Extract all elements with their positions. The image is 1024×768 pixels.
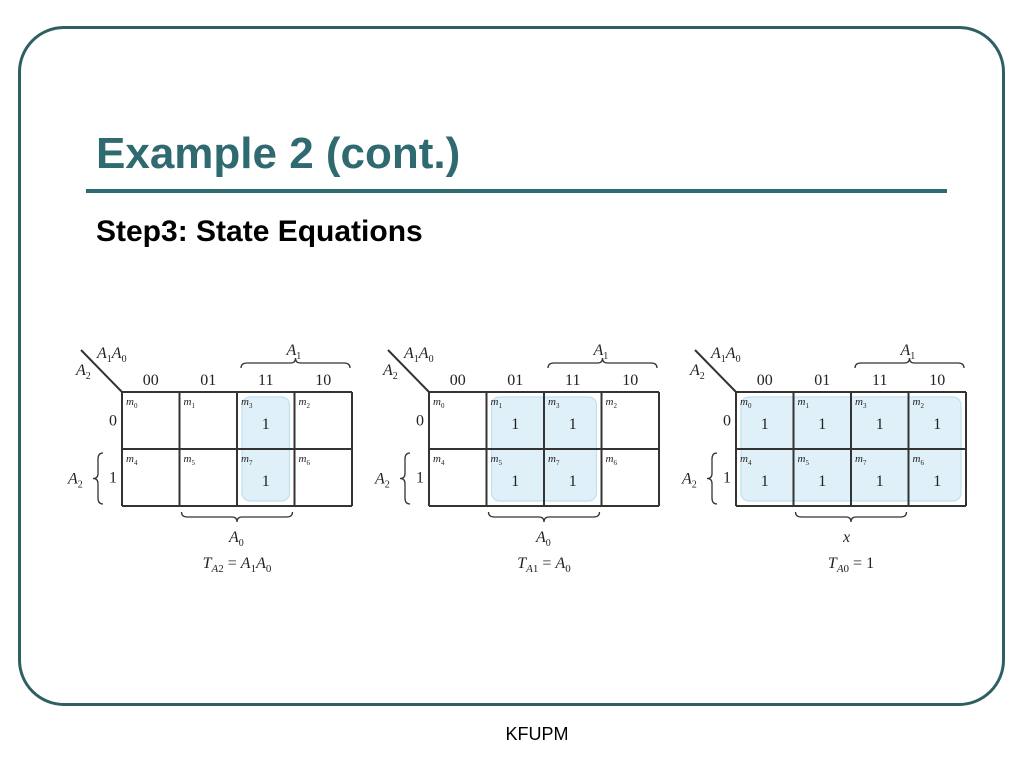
kmap-minterm-label: m7​: [548, 453, 560, 467]
kmap-top-brace: [547, 357, 658, 369]
kmap-column-label: 00: [143, 372, 159, 389]
kmap-column-label: 11: [258, 372, 273, 389]
kmap-corner-diagonal: [80, 349, 123, 393]
kmap-row-var-label: A2​: [67, 471, 83, 491]
kmap-equation: TA2 = A1​A0​: [203, 555, 272, 575]
kmap-minterm-label: m6​: [913, 453, 925, 467]
kmap-cell-value: 1: [761, 416, 769, 433]
kmap-col-var-label: A1​: [286, 342, 302, 362]
kmap-corner-top-label: A1​A0​: [403, 345, 434, 365]
kmap-minterm-label: m6​: [299, 453, 311, 467]
kmap-column-label: 01: [814, 372, 830, 389]
kmap-cell-value: 1: [569, 416, 577, 433]
kmap-column-label: 10: [315, 372, 331, 389]
slide-subtitle: Step3: State Equations: [96, 215, 423, 248]
kmap-left-brace: [706, 452, 718, 505]
kmap-minterm-label: m1​: [184, 396, 196, 410]
kmap-column-label: 11: [565, 372, 580, 389]
kmap-minterm-label: m5​: [798, 453, 810, 467]
kmap-3: A1​A0​A2​00011110A1​01A2​m0​1m1​1m3​1m2​…: [681, 342, 967, 575]
kmap-cell-value: 1: [511, 473, 519, 490]
kmap-minterm-label: m2​: [299, 396, 311, 410]
kmap-minterm-label: m4​: [126, 453, 138, 467]
kmap-cell-value: 1: [761, 473, 769, 490]
kmap-left-brace: [399, 452, 411, 505]
kmap-column-label: 01: [507, 372, 523, 389]
kmap-minterm-label: m7​: [241, 453, 253, 467]
kmap-minterm-label: m1​: [798, 396, 810, 410]
kmap-minterm-label: m3​: [855, 396, 867, 410]
kmap-cell-value: 1: [876, 416, 884, 433]
kmap-minterm-label: m0​: [740, 396, 752, 410]
kmap-top-brace: [854, 357, 965, 369]
kmap-column-label: 10: [622, 372, 638, 389]
kmap-minterm-label: m5​: [491, 453, 503, 467]
kmap-bottom-brace-label: x: [842, 529, 850, 546]
kmap-2: A1​A0​A2​00011110A1​01A2​m0​m1​1m3​1m2​m…: [374, 342, 660, 575]
kmap-corner-left-label: A2​: [382, 362, 398, 382]
kmap-row-label: 0: [723, 413, 731, 430]
kmap-cell-value: 1: [818, 416, 826, 433]
kmap-row-label: 1: [109, 470, 117, 487]
kmap-1: A1​A0​A2​00011110A1​01A2​m0​m1​m3​1m2​m4…: [67, 342, 353, 575]
kmap-bottom-brace: [487, 511, 601, 523]
kmap-row-label: 0: [109, 413, 117, 430]
kmap-row-var-label: A2​: [681, 471, 697, 491]
kmap-top-brace: [240, 357, 351, 369]
kmap-cell-value: 1: [569, 473, 577, 490]
kmap-row-label: 0: [416, 413, 424, 430]
kmap-bottom-brace-label: A0​: [228, 529, 244, 549]
kmap-left-brace: [92, 452, 104, 505]
kmap-corner-diagonal: [694, 349, 737, 393]
kmap-minterm-label: m5​: [184, 453, 196, 467]
kmap-minterm-label: m3​: [241, 396, 253, 410]
kmap-col-var-label: A1​: [900, 342, 916, 362]
kmap-row-var-label: A2​: [374, 471, 390, 491]
kmap-minterm-label: m1​: [491, 396, 503, 410]
kmap-equation: TA1 = A0​: [517, 555, 571, 575]
kmap-cell-value: 1: [511, 416, 519, 433]
kmap-minterm-label: m0​: [433, 396, 445, 410]
kmap-minterm-label: m4​: [433, 453, 445, 467]
kmap-column-label: 01: [200, 372, 216, 389]
slide-frame: [18, 26, 1005, 706]
kmap-minterm-label: m6​: [606, 453, 618, 467]
kmap-corner-diagonal: [387, 349, 430, 393]
kmap-bottom-brace: [180, 511, 294, 523]
kmap-minterm-label: m7​: [855, 453, 867, 467]
kmap-corner-left-label: A2​: [689, 362, 705, 382]
kmap-minterm-label: m3​: [548, 396, 560, 410]
kmap-bottom-brace-label: A0​: [535, 529, 551, 549]
kmap-cell-value: 1: [818, 473, 826, 490]
title-rule: [86, 189, 947, 193]
kmap-column-label: 10: [929, 372, 945, 389]
kmap-minterm-label: m2​: [913, 396, 925, 410]
kmap-corner-top-label: A1​A0​: [96, 345, 127, 365]
kmap-corner-left-label: A2​: [75, 362, 91, 382]
kmap-minterm-label: m0​: [126, 396, 138, 410]
kmap-cell-value: 1: [933, 473, 941, 490]
kmap-row-label: 1: [723, 470, 731, 487]
kmap-bottom-brace: [794, 511, 908, 523]
kmap-cell-value: 1: [262, 416, 270, 433]
kmap-cell-value: 1: [262, 473, 270, 490]
kmap-cell-value: 1: [933, 416, 941, 433]
kmap-minterm-label: m4​: [740, 453, 752, 467]
kmap-minterm-label: m2​: [606, 396, 618, 410]
kmap-column-label: 11: [872, 372, 887, 389]
kmap-row-label: 1: [416, 470, 424, 487]
kmap-equation: TA0 = 1: [828, 555, 874, 575]
kmap-col-var-label: A1​: [593, 342, 609, 362]
kmap-cell-value: 1: [876, 473, 884, 490]
footer-text: KFUPM: [505, 724, 569, 744]
kmap-corner-top-label: A1​A0​: [710, 345, 741, 365]
kmap-column-label: 00: [450, 372, 466, 389]
kmap-column-label: 00: [757, 372, 773, 389]
slide-title: Example 2 (cont.): [96, 129, 461, 178]
